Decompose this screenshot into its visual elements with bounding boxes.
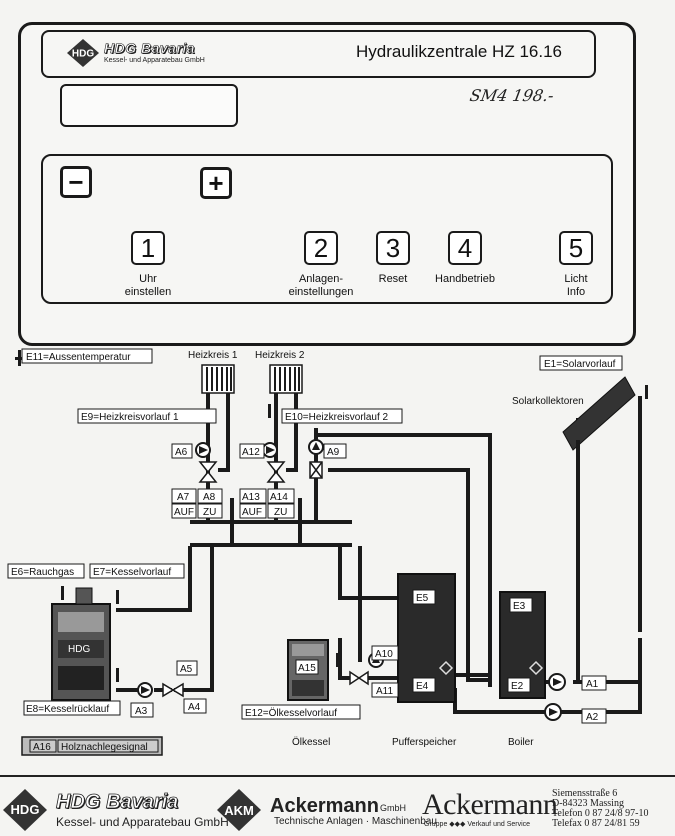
footer-ackermann-gruppe-subtitle: Gruppe ◆◆◆ Verkauf und Service [424, 821, 531, 828]
logo-subtitle: Kessel- und Apparatebau GmbH [104, 57, 205, 64]
keypad-area [41, 154, 613, 304]
address-city: D-84323 Massing [552, 798, 624, 809]
address-street: Siemensstraße 6 [552, 788, 618, 799]
label-zu-2: ZU [274, 507, 287, 518]
label-a15: A15 [298, 663, 316, 674]
pump-a12 [262, 442, 278, 458]
pump-a9 [308, 439, 324, 455]
hdg-logo-icon: HDG [67, 39, 99, 67]
label-a1: A1 [586, 679, 599, 690]
label-a11: A11 [376, 686, 393, 697]
label-e5: E5 [416, 593, 429, 604]
label-heizkreis-1: Heizkreis 1 [188, 350, 238, 361]
label-e3: E3 [513, 601, 526, 612]
label-hdg: HDG [68, 644, 90, 655]
label-boiler: Boiler [508, 737, 534, 748]
key-1-button[interactable]: 1 [131, 231, 165, 265]
label-auf-2: AUF [242, 507, 262, 518]
label-e9: E9=Heizkreisvorlauf 1 [81, 412, 179, 423]
label-a9: A9 [327, 447, 340, 458]
hdg-boiler [51, 587, 111, 701]
svg-text:HDG: HDG [72, 49, 94, 60]
key-4-button[interactable]: 4 [448, 231, 482, 265]
footer-ackermann-gmbh: GmbH [380, 803, 407, 813]
footer-ackermann-subtitle: Technische Anlagen · Maschinenbau [274, 816, 437, 827]
key-3-label: Reset [378, 273, 408, 285]
label-solarkollektoren: Solarkollektoren [512, 396, 584, 407]
footer-ackermann-gruppe-brand: Ackermann [422, 788, 558, 821]
label-e12: E12=Ölkesselvorlauf [245, 707, 337, 719]
label-oelkessel: Ölkessel [292, 736, 330, 748]
footer-hdg-subtitle: Kessel- und Apparatebau GmbH [56, 815, 229, 829]
label-zu-1: ZU [203, 507, 216, 518]
key-5-button[interactable]: 5 [559, 231, 593, 265]
pump-a6 [195, 442, 211, 458]
minus-button[interactable]: − [60, 166, 92, 198]
label-e7: E7=Kesselvorlauf [93, 567, 171, 578]
svg-text:HDG: HDG [11, 802, 40, 817]
device-title: Hydraulikzentrale HZ 16.16 [356, 42, 562, 61]
key-2-button[interactable]: 2 [304, 231, 338, 265]
label-a6: A6 [175, 447, 188, 458]
check-valve-a9 [309, 461, 323, 479]
hydraulic-diagram: E11=Aussentemperatur Heizkreis 1 Heizkre… [7, 348, 648, 756]
label-a8: A8 [203, 492, 216, 503]
akm-logo-icon: AKM [217, 789, 261, 831]
address-phone: Telefon 0 87 24/8 97-10 [552, 808, 649, 819]
label-a3: A3 [135, 706, 148, 717]
label-heizkreis-2: Heizkreis 2 [255, 350, 305, 361]
radiator-heizkreis-1 [201, 364, 235, 394]
panel-header [41, 30, 596, 78]
mixing-valve-a13-a14 [266, 461, 286, 483]
address-fax: Telefax 0 87 24/81 59 [552, 818, 640, 829]
solar-collector [562, 376, 636, 451]
pump-a2 [544, 703, 562, 721]
label-a14: A14 [270, 492, 288, 503]
mixing-valve-a5 [162, 682, 184, 698]
label-e11: E11=Aussentemperatur [26, 352, 131, 363]
mixing-valve-a7-a8 [198, 461, 218, 483]
display-window [60, 84, 238, 127]
footer-address: Siemensstraße 6 D-84323 Massing Telefon … [552, 789, 649, 829]
key-3-button[interactable]: 3 [376, 231, 410, 265]
label-e1: E1=Solarvorlauf [544, 359, 616, 370]
plus-button[interactable]: + [200, 167, 232, 199]
key-4-label: Handbetrieb [435, 273, 495, 285]
label-e2: E2 [511, 681, 524, 692]
label-a2: A2 [586, 712, 599, 723]
svg-text:AKM: AKM [224, 803, 254, 818]
label-a16: A16 [33, 742, 51, 753]
key-1-label: Uhr einstellen [124, 273, 172, 298]
footer-divider [0, 775, 675, 777]
label-e8: E8=Kesselrücklauf [26, 704, 109, 715]
label-a4: A4 [188, 702, 201, 713]
label-a5: A5 [180, 664, 193, 675]
footer-hdg-brand: HDG Bavaria [56, 791, 179, 814]
pump-a1 [548, 673, 566, 691]
pump-a3 [137, 682, 153, 698]
label-auf-1: AUF [174, 507, 194, 518]
label-a7: A7 [177, 492, 190, 503]
label-a12: A12 [242, 447, 260, 458]
radiator-heizkreis-2 [269, 364, 303, 394]
mixing-valve-a11 [349, 670, 369, 686]
hdg-footer-logo-icon: HDG [3, 789, 47, 831]
label-e10: E10=Heizkreisvorlauf 2 [285, 412, 389, 423]
label-pufferspeicher: Pufferspeicher [392, 737, 457, 748]
label-holznachlegesignal: Holznachlegesignal [61, 742, 148, 753]
handwritten-note: SM4 198.- [468, 86, 556, 105]
footer-ackermann-brand: Ackermann [270, 795, 379, 817]
label-a10: A10 [375, 649, 393, 660]
label-a13: A13 [242, 492, 260, 503]
key-5-label: Licht Info [564, 273, 588, 298]
logo-brand: HDG Bavaria [104, 40, 196, 57]
label-e4: E4 [416, 681, 429, 692]
label-e6: E6=Rauchgas [11, 567, 74, 578]
key-2-label: Anlagen- einstellungen [288, 273, 354, 298]
